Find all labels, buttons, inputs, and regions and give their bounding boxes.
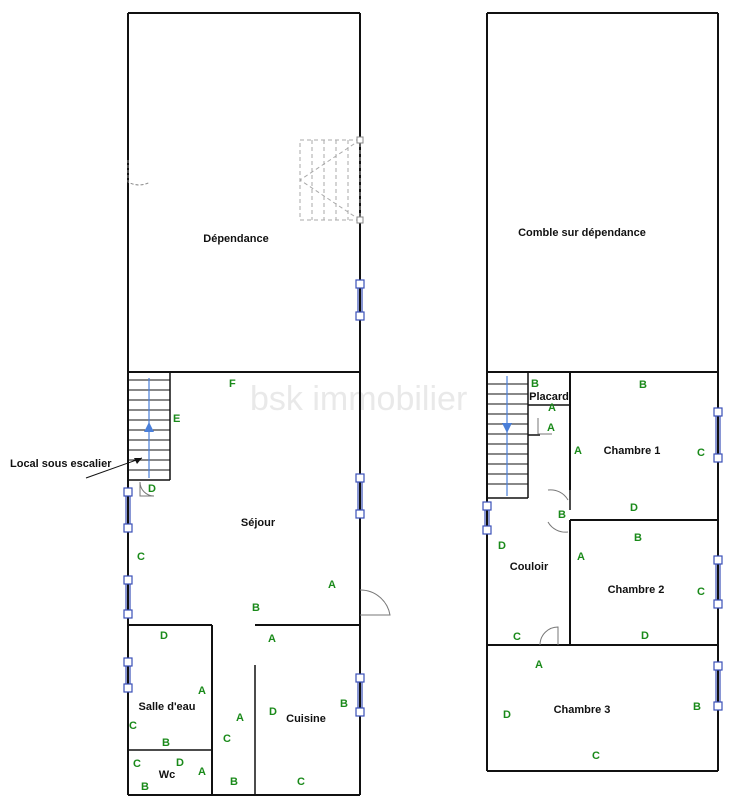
wall-marker: D <box>630 502 638 514</box>
wall-marker: A <box>198 766 206 778</box>
wall-marker: B <box>558 509 566 521</box>
wall-marker: C <box>297 776 305 788</box>
wall-marker: B <box>531 378 539 390</box>
wall-marker: B <box>639 379 647 391</box>
wall-marker: B <box>230 776 238 788</box>
wall-marker: B <box>162 737 170 749</box>
window-icon <box>713 555 723 609</box>
wall-marker: A <box>577 551 585 563</box>
wall-marker: B <box>693 701 701 713</box>
window-icon <box>123 657 133 693</box>
room-label-dependance: Dépendance <box>203 233 268 245</box>
room-label-comble: Comble sur dépendance <box>518 227 646 239</box>
room-label-cuisine: Cuisine <box>286 713 326 725</box>
room-label-placard: Placard <box>529 391 569 403</box>
room-label-wc: Wc <box>159 769 176 781</box>
room-label-chambre2: Chambre 2 <box>608 584 665 596</box>
window-icon <box>355 473 365 519</box>
upper-windows <box>482 407 723 711</box>
callout-pointer <box>85 457 143 479</box>
wall-marker: A <box>574 445 582 457</box>
callout-label: Local sous escalier <box>10 458 112 470</box>
wall-marker: A <box>535 659 543 671</box>
room-label-couloir: Couloir <box>510 561 549 573</box>
room-label-chambre1: Chambre 1 <box>604 445 661 457</box>
wall-marker: E <box>173 413 180 425</box>
stair-arrow-icon <box>502 423 512 433</box>
wall-marker: C <box>592 750 600 762</box>
wall-marker: A <box>236 712 244 724</box>
wall-marker: B <box>141 781 149 793</box>
ground-stairs <box>128 378 170 478</box>
wall-marker: C <box>697 586 705 598</box>
wall-marker: D <box>503 709 511 721</box>
window-icon <box>713 407 723 463</box>
wall-marker: C <box>223 733 231 745</box>
door-swing-icon <box>139 481 155 497</box>
wall-marker: A <box>548 402 556 414</box>
window-icon <box>123 575 133 619</box>
window-icon <box>482 501 492 535</box>
window-icon <box>713 661 723 711</box>
window-icon <box>355 279 365 321</box>
wall-marker: D <box>176 757 184 769</box>
door-swing-icon <box>547 489 569 501</box>
upper-stairs <box>487 376 528 496</box>
room-label-sejour: Séjour <box>241 517 276 529</box>
wall-marker: A <box>328 579 336 591</box>
room-label-chambre3: Chambre 3 <box>554 704 611 716</box>
door-swing-icon <box>359 589 391 616</box>
door-swing-icon <box>547 521 569 533</box>
wall-marker: B <box>634 532 642 544</box>
wall-marker: D <box>148 483 156 495</box>
wall-marker: C <box>133 758 141 770</box>
watermark-text: bsk immobilier <box>250 380 467 418</box>
wall-marker: A <box>547 422 555 434</box>
wall-marker: C <box>513 631 521 643</box>
door-swing-icon <box>127 160 151 186</box>
ground-windows <box>123 279 365 717</box>
callout-arrowhead <box>134 458 142 464</box>
upper-floor-plan: Comble sur dépendance Placard Chambre 1 … <box>482 12 723 772</box>
window-icon <box>123 487 133 533</box>
stair-arrow-icon <box>144 422 154 432</box>
wall-marker: C <box>697 447 705 459</box>
ground-ghost-stairs <box>299 136 364 224</box>
wall-marker: D <box>641 630 649 642</box>
ground-floor-plan: Dépendance Séjour Salle d'eau Wc Cuisine… <box>10 12 391 796</box>
wall-marker: B <box>252 602 260 614</box>
door-swing-icon <box>537 418 552 435</box>
room-label-salle-eau: Salle d'eau <box>138 701 195 713</box>
wall-marker: D <box>269 706 277 718</box>
wall-marker: A <box>198 685 206 697</box>
window-icon <box>355 673 365 717</box>
wall-marker: A <box>268 633 276 645</box>
wall-marker: D <box>498 540 506 552</box>
wall-marker: D <box>160 630 168 642</box>
door-swing-icon <box>539 626 559 646</box>
wall-marker: C <box>137 551 145 563</box>
wall-marker: C <box>129 720 137 732</box>
wall-marker: B <box>340 698 348 710</box>
wall-marker: F <box>229 378 236 390</box>
